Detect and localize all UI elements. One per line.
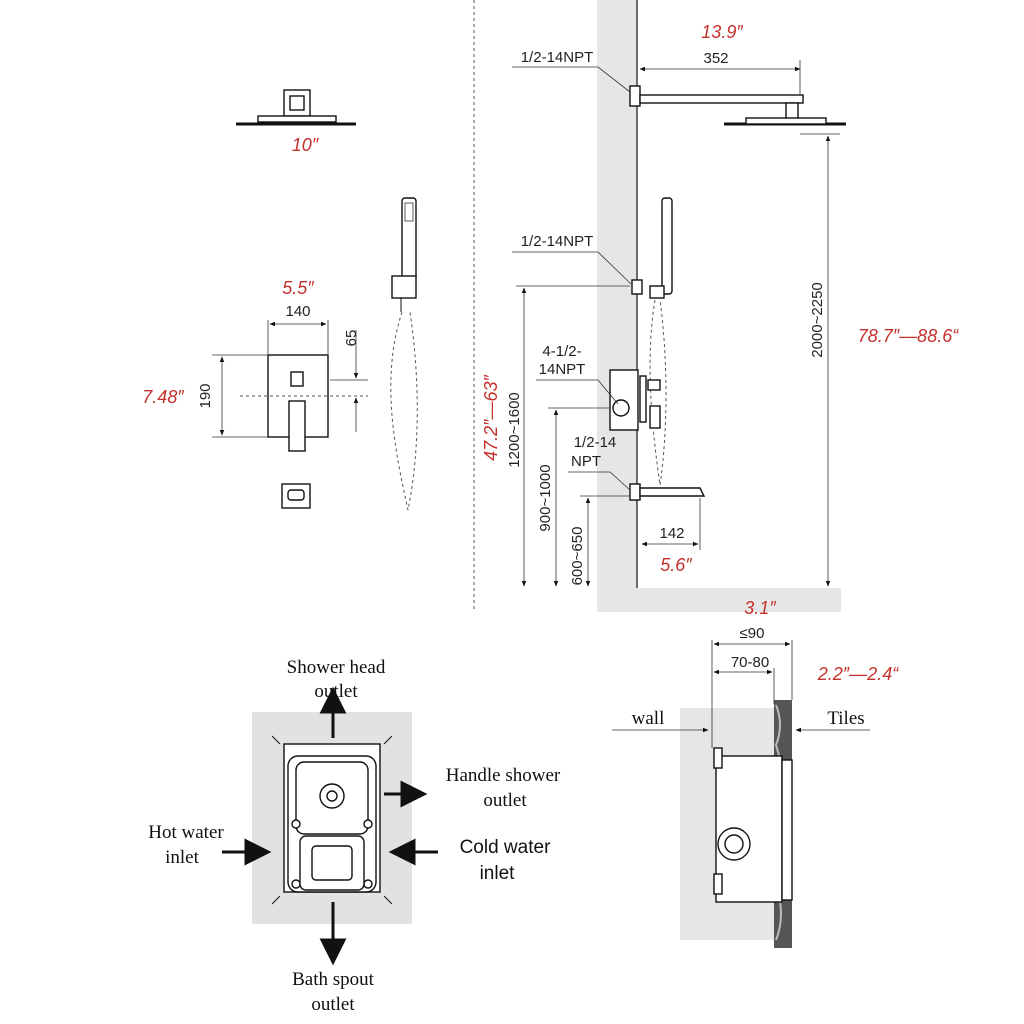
offset-mm: 65 (343, 330, 360, 347)
handle-shower-label-2: outlet (483, 790, 527, 811)
valve-height-mm: 190 (197, 383, 214, 408)
hand-shower-side (631, 197, 673, 486)
tiles-label: Tiles (827, 708, 864, 729)
tub-spout-side (629, 483, 706, 501)
handle-shower-label-1: Handle shower (446, 765, 561, 786)
shower-arm-side (629, 85, 846, 126)
hot-water-label-2: inlet (165, 847, 199, 868)
shower-head-top-view (236, 89, 356, 126)
valve-height-range-mm: 900~1000 (537, 464, 554, 531)
wall-depth-in: 3.1″ (744, 598, 776, 618)
spout-length-mm: 142 (659, 525, 684, 542)
floor-section (597, 588, 841, 612)
shower-head-label-1: Shower head (287, 657, 386, 678)
npt-valve-line1: 4-1/2- (542, 343, 581, 360)
valve-port-diagram (252, 712, 412, 924)
wall-depth-mm: ≤90 (740, 625, 765, 642)
head-height-mm: 2000~2250 (809, 282, 826, 358)
tub-spout-front (281, 483, 311, 509)
npt-spout-line1: 1/2-14 (574, 434, 617, 451)
npt-valve-line2: 14NPT (539, 361, 586, 378)
cold-water-label-1: Cold water (460, 837, 551, 858)
cold-water-label-2: inlet (480, 863, 516, 884)
holder-height-mm: 1200~1600 (506, 392, 523, 468)
valve-body-side (609, 369, 661, 431)
spout-length-in: 5.6″ (660, 555, 692, 575)
range-in: 2.2″—2.4“ (817, 664, 899, 684)
holder-height-in: 47.2″—63″ (481, 374, 501, 460)
bath-spout-label-1: Bath spout (292, 969, 375, 990)
shower-head-label-2: outlet (314, 681, 358, 702)
valve-width-in: 5.5″ (282, 278, 314, 298)
bath-spout-label-2: outlet (311, 994, 355, 1015)
valve-width-mm: 140 (285, 303, 310, 320)
npt-spout-line2: NPT (571, 453, 601, 470)
head-height-in: 78.7″—88.6“ (858, 326, 959, 346)
npt-top-label: 1/2-14NPT (521, 49, 594, 66)
valve-trim-front (240, 354, 368, 452)
wall-label: wall (632, 708, 665, 729)
wall-mount-section (680, 700, 793, 948)
arm-length-mm: 352 (703, 50, 728, 67)
spout-height-mm: 600~650 (569, 527, 586, 586)
npt-mid-label: 1/2-14NPT (521, 233, 594, 250)
valve-height-in: 7.48″ (142, 387, 184, 407)
head-size-label: 10″ (292, 135, 319, 155)
hot-water-label-1: Hot water (148, 822, 224, 843)
arm-length-in: 13.9″ (701, 22, 743, 42)
range-mm: 70-80 (731, 654, 769, 671)
hand-shower (390, 197, 418, 511)
